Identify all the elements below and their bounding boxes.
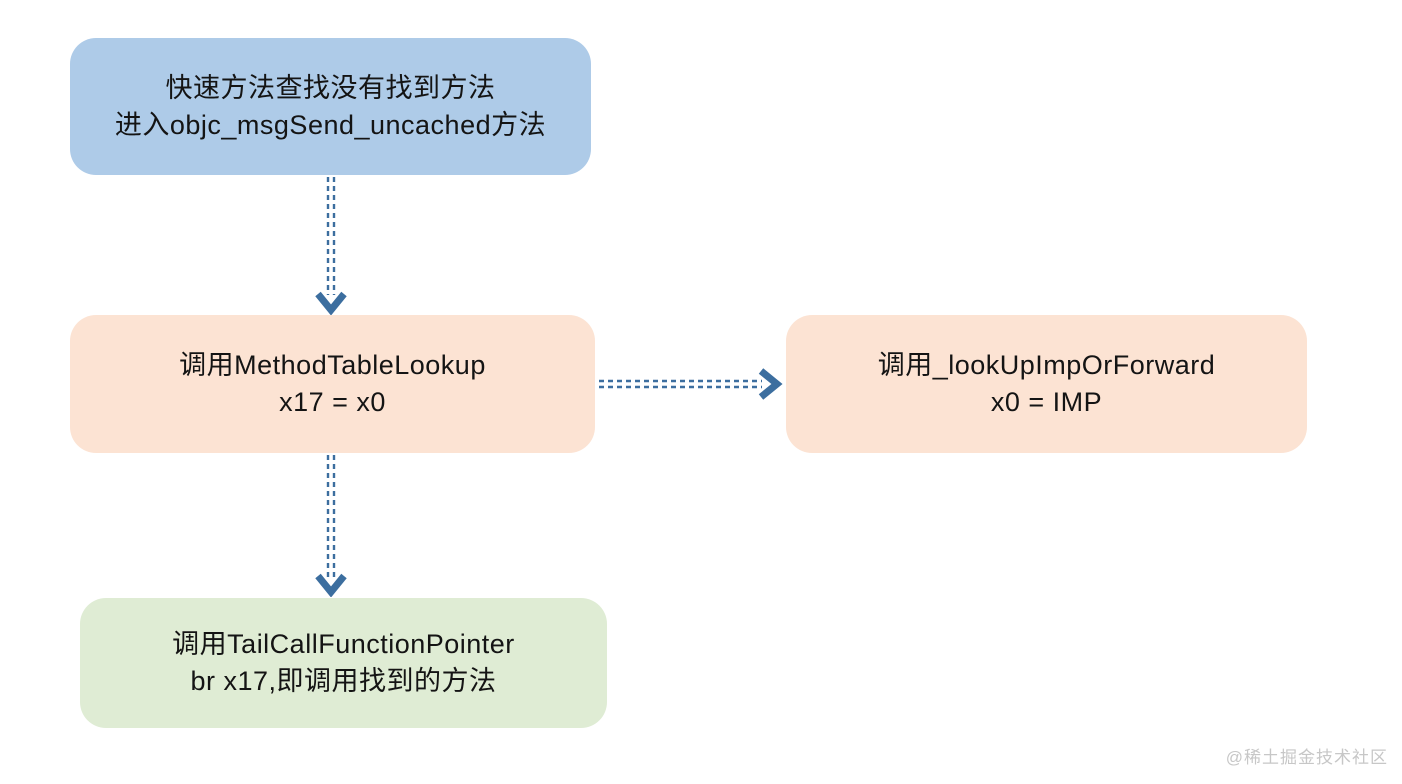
arrow-middle-to-bottom bbox=[313, 455, 349, 597]
node-text-line2: x0 = IMP bbox=[990, 387, 1103, 417]
watermark-text: @稀土掘金技术社区 bbox=[1225, 748, 1388, 767]
node-text-line1: 调用TailCallFunctionPointer bbox=[172, 629, 515, 659]
node-lookup-imp-or-forward: 调用_lookUpImpOrForward x0 = IMP bbox=[786, 315, 1307, 453]
node-text-line1: 快速方法查找没有找到方法 bbox=[165, 72, 496, 103]
dashed-arrow-down-icon bbox=[315, 177, 347, 315]
node-method-table-lookup: 调用MethodTableLookup x17 = x0 bbox=[70, 315, 595, 453]
node-tail-call-function-pointer: 调用TailCallFunctionPointer br x17,即调用找到的方… bbox=[80, 598, 607, 728]
node-text-line2: 进入objc_msgSend_uncached方法 bbox=[114, 109, 547, 140]
node-text-line1: 调用MethodTableLookup bbox=[179, 350, 486, 380]
dashed-arrow-down-icon bbox=[315, 455, 347, 597]
node-text-line1: 调用_lookUpImpOrForward bbox=[877, 350, 1216, 380]
dashed-arrow-right-icon bbox=[599, 368, 783, 400]
arrow-top-to-middle bbox=[313, 177, 349, 315]
node-text-line2: br x17,即调用找到的方法 bbox=[190, 666, 497, 696]
arrow-middle-to-right bbox=[599, 366, 783, 402]
node-text-line2: x17 = x0 bbox=[279, 387, 386, 417]
node-msgsend-uncached: 快速方法查找没有找到方法 进入objc_msgSend_uncached方法 bbox=[70, 38, 591, 175]
